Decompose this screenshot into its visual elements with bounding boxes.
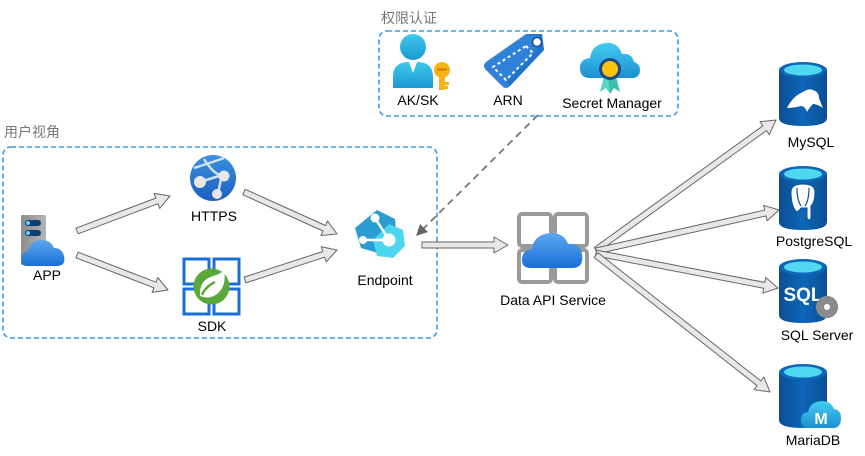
postgresql-label: PostgreSQL [775,233,853,249]
spring-leaf-icon [182,257,241,316]
postgresql-database-icon [779,166,827,230]
arrow-dataapi-to-postgresql [594,204,780,255]
sql-server-database-icon: SQL [779,259,839,323]
gear-icon [815,295,839,319]
arrow-https-to-endpoint [242,188,338,236]
arrow-dataapi-to-sqlserver [594,249,779,294]
auth-group-box [378,30,679,117]
cloud-certificate-icon [580,42,640,94]
endpoint-hexagon-icon [355,210,405,258]
mariadb-label: MariaDB [785,432,841,448]
endpoint-label: Endpoint [357,272,413,288]
mysql-label: MySQL [787,134,835,150]
mariadb-badge-text: M [814,411,827,428]
app-label: APP [32,267,62,283]
arrow-endpoint-to-dataapi [421,236,509,254]
dolphin-icon [787,89,823,112]
user-group-title: 用户视角 [4,125,60,141]
user-group-box [2,146,438,339]
arrow-app-to-https [75,192,171,235]
mariadb-database-icon: M [779,364,841,428]
https-label: HTTPS [191,208,237,224]
secret-manager-label: Secret Manager [562,95,662,111]
auth-group-title: 权限认证 [381,11,437,27]
dashed-arrow-auth-to-endpoint [416,114,539,236]
web-globe-icon [190,155,236,201]
arrow-dataapi-to-mysql [593,119,777,253]
arrow-dataapi-to-mariadb [593,252,771,393]
arrows-layer [75,119,780,393]
cloud-service-icon [517,212,589,284]
mysql-database-icon [779,62,827,126]
server-cloud-icon [21,215,65,266]
aksk-label: AK/SK [397,92,439,108]
sql-badge-text: SQL [783,285,822,306]
sqlserver-label: SQL Server [780,327,854,343]
sdk-label: SDK [197,318,227,334]
arn-label: ARN [493,92,523,108]
tag-icon [484,34,544,88]
arrow-app-to-sdk [75,251,169,293]
user-key-icon [393,34,450,90]
cloud-badge-icon [801,401,841,428]
data-api-service-label: Data API Service [500,292,606,308]
arrow-sdk-to-endpoint [243,246,338,284]
